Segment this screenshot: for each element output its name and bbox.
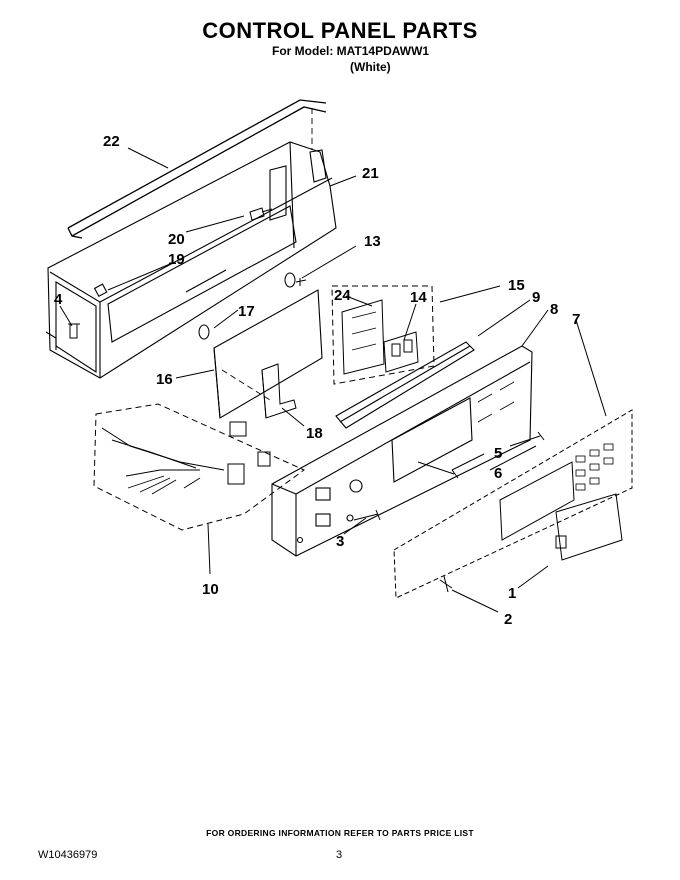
callout-22: 22: [103, 133, 120, 150]
callout-labels: 22 21 20 19 13 24 14 15 9 8 7 4 17 16 18…: [54, 133, 580, 628]
part-9-trim-bar: [335, 341, 475, 429]
part-7-overlay: [393, 409, 633, 599]
callout-24: 24: [334, 287, 351, 304]
callout-14: 14: [410, 289, 427, 306]
callout-15: 15: [508, 277, 525, 294]
callout-21: 21: [362, 165, 379, 182]
part-21-console-housing: [45, 141, 337, 379]
part-13-pin: [295, 278, 307, 286]
part-8-control-panel: [271, 345, 533, 557]
page-number: 3: [336, 849, 343, 861]
callout-9: 9: [532, 289, 540, 306]
part-3-screw: [353, 509, 381, 521]
callout-5: 5: [494, 445, 502, 462]
part-22-handle-rod: [67, 99, 327, 239]
part-20-screw: [249, 207, 273, 221]
callout-16: 16: [156, 371, 173, 388]
callout-13: 13: [364, 233, 381, 250]
document-number: W10436979: [38, 849, 98, 861]
callout-6: 6: [494, 465, 502, 482]
guide-lines: [221, 108, 313, 401]
part-6-screw: [509, 431, 545, 447]
page-title: CONTROL PANEL PARTS: [202, 18, 478, 43]
model-line: For Model: MAT14PDAWW1: [272, 44, 430, 58]
callout-20: 20: [168, 231, 185, 248]
callout-8: 8: [550, 301, 558, 318]
part-18-bracket: [261, 363, 297, 419]
callout-18: 18: [306, 425, 323, 442]
callout-19: 19: [168, 251, 185, 268]
ordering-note: FOR ORDERING INFORMATION REFER TO PARTS …: [206, 828, 474, 838]
part-10-wire-harness: [93, 403, 305, 531]
part-16-back-plate: [213, 289, 323, 419]
part-17-grommet: [198, 272, 296, 340]
part-4-screw: [68, 323, 80, 339]
color-line: (White): [350, 60, 391, 74]
callout-17: 17: [238, 303, 255, 320]
callout-1: 1: [508, 585, 516, 602]
leader-lines: [59, 147, 607, 613]
part-1-cover: [555, 493, 623, 561]
callout-7: 7: [572, 311, 580, 328]
part-5-screw: [417, 461, 459, 479]
callout-4: 4: [54, 291, 63, 308]
part-2-screw: [439, 575, 453, 593]
callout-10: 10: [202, 581, 219, 598]
callout-2: 2: [504, 611, 512, 628]
callout-3: 3: [336, 533, 344, 550]
